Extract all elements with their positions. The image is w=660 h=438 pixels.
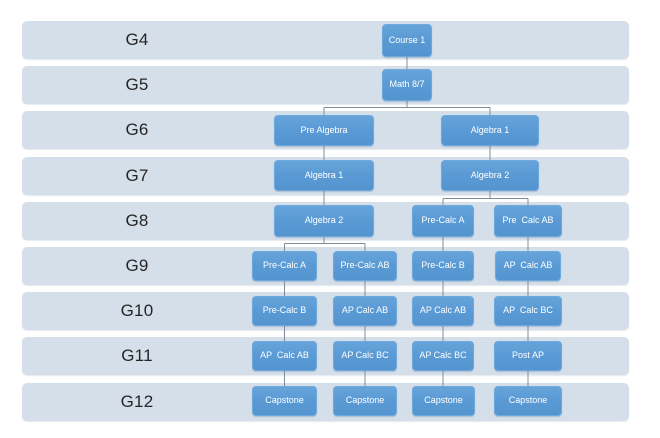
grade-label-g8: G8 — [125, 211, 149, 230]
node-g11-ap-calc-ab: AP Calc AB — [252, 341, 317, 371]
grade-band-g5: G5 — [22, 66, 629, 104]
node-g7-algebra-1: Algebra 1 — [274, 160, 374, 191]
node-label: Algebra 2 — [304, 215, 344, 226]
node-g10-ap-calc-ab: AP Calc AB — [333, 296, 397, 326]
node-g9-ap-calc-ab: AP Calc AB — [495, 251, 561, 281]
node-g10-ap-calc-bc: AP Calc BC — [494, 296, 562, 326]
node-g11-ap-calc-bc-2: AP Calc BC — [412, 341, 474, 371]
edge-math87-branch — [323, 101, 491, 115]
grade-label-g5: G5 — [125, 75, 149, 94]
node-label: Algebra 1 — [470, 124, 510, 135]
node-g10-pre-calc-b: Pre-Calc B — [252, 296, 317, 326]
grade-band-g4: G4 — [22, 21, 629, 59]
node-label: AP Calc AB — [260, 350, 309, 361]
node-label: Pre Algebra — [300, 124, 348, 135]
node-g8-pre-calc-ab: Pre Calc AB — [494, 205, 562, 237]
grade-label-g6: G6 — [125, 120, 149, 139]
node-label: Capstone — [424, 395, 463, 406]
edges-g10-g11 — [284, 326, 529, 341]
node-label: Algebra 2 — [470, 169, 510, 180]
grade-label-g11: G11 — [121, 346, 153, 365]
node-g4-course-1: Course 1 — [382, 24, 432, 57]
node-g8-pre-calc-a: Pre-Calc A — [412, 205, 474, 237]
node-label: Pre-Calc B — [262, 305, 307, 316]
node-g11-ap-calc-bc: AP Calc BC — [333, 341, 397, 371]
node-label: Post AP — [511, 350, 545, 361]
node-g7-algebra-2: Algebra 2 — [441, 160, 539, 191]
grade-label-g7: G7 — [125, 166, 149, 185]
node-g9-pre-calc-b: Pre-Calc B — [412, 251, 474, 281]
node-label: Pre-Calc A — [262, 260, 306, 271]
node-label: Capstone — [345, 395, 385, 406]
grade-label-g4: G4 — [125, 30, 149, 49]
node-label: Capstone — [508, 395, 548, 406]
node-g6-algebra-1: Algebra 1 — [441, 115, 539, 146]
node-g12-capstone-2: Capstone — [333, 386, 397, 416]
edge-algebra2g8-branch — [284, 237, 366, 251]
node-label: Algebra 1 — [304, 169, 344, 180]
node-label: Pre-Calc B — [421, 260, 465, 271]
node-label: AP Calc BC — [503, 305, 553, 316]
node-g9-pre-calc-ab: Pre-Calc AB — [333, 251, 397, 281]
node-g5-math-8-7: Math 8/7 — [382, 69, 432, 101]
edge-algebra2g7-branch — [442, 191, 529, 205]
node-label: Pre-Calc AB — [340, 260, 390, 271]
node-label: Course 1 — [388, 34, 426, 45]
node-label: AP Calc AB — [341, 305, 389, 316]
node-g12-capstone-3: Capstone — [412, 386, 475, 416]
node-g12-capstone-1: Capstone — [252, 386, 317, 416]
node-label: AP Calc AB — [503, 260, 553, 271]
node-g12-capstone-4: Capstone — [494, 386, 562, 416]
grade-label-g10: G10 — [120, 301, 154, 320]
node-g11-post-ap: Post AP — [494, 341, 562, 371]
grade-label-g12: G12 — [120, 392, 154, 411]
edges-g9-g10 — [284, 281, 529, 296]
node-label: AP Calc BC — [341, 350, 389, 361]
grade-label-g9: G9 — [125, 256, 149, 275]
node-g10-ap-calc-ab-2: AP Calc AB — [412, 296, 474, 326]
node-g6-pre-algebra: Pre Algebra — [274, 115, 374, 146]
node-label: Math 8/7 — [389, 79, 425, 90]
node-label: Pre Calc AB — [502, 215, 554, 226]
node-g9-pre-calc-a: Pre-Calc A — [252, 251, 317, 281]
node-label: Capstone — [265, 395, 304, 406]
node-label: AP Calc AB — [419, 305, 467, 316]
edges-g11-g12 — [284, 371, 529, 386]
node-label: Pre-Calc A — [421, 215, 465, 226]
node-g8-algebra-2: Algebra 2 — [274, 205, 374, 237]
node-label: AP Calc BC — [419, 350, 467, 361]
